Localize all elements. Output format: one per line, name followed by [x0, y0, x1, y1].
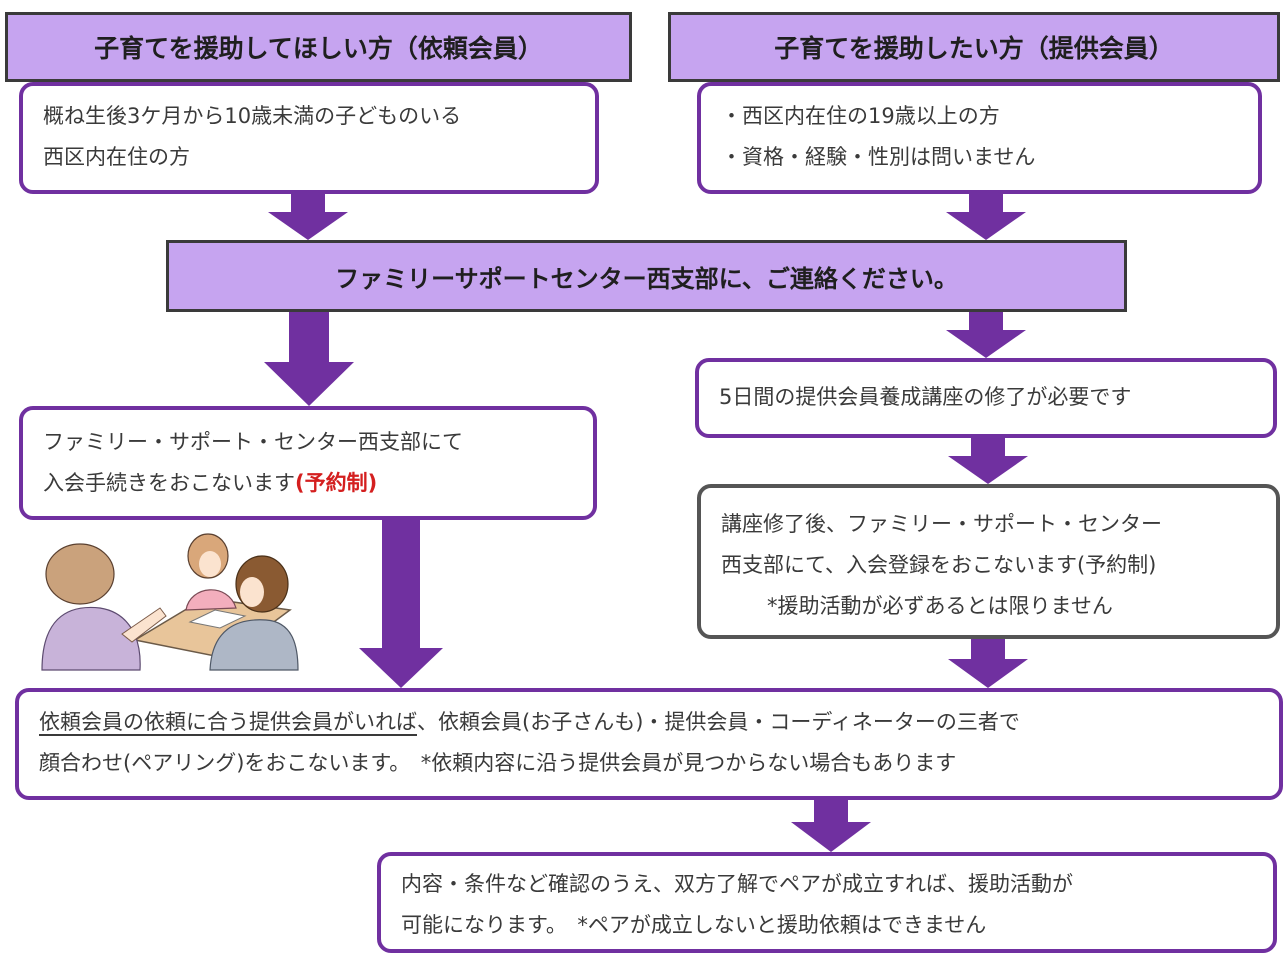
provider-header: 子育てを援助したい方（提供会員）: [668, 12, 1280, 82]
requester-eligibility-line1: 概ね生後3ケ月から10歳未満の子どものいる: [43, 104, 462, 128]
reservation-required-label: (予約制): [295, 471, 378, 495]
requester-join-line2: 入会手続きをおこないます(予約制): [43, 463, 593, 504]
provider-register-line1: 講座修了後、ファミリー・サポート・センター: [721, 512, 1162, 536]
provider-eligibility-line1: ・西区内在住の19歳以上の方: [721, 104, 1000, 128]
requester-eligibility-line2: 西区内在住の方: [43, 145, 190, 169]
requester-header: 子育てを援助してほしい方（依頼会員）: [5, 12, 632, 82]
provider-header-label: 子育てを援助したい方（提供会員）: [774, 34, 1174, 63]
pairing-condition-underlined: 依頼会員の依頼に合う提供会員がいれば: [39, 710, 417, 734]
arrow-requester-to-center: [268, 194, 348, 240]
pairing-line1-rest: 、依頼会員(お子さんも)・提供会員・コーディネーターの三者で: [417, 710, 1020, 734]
arrow-register-to-pairing: [948, 639, 1028, 688]
provider-eligibility-box: ・西区内在住の19歳以上の方 ・資格・経験・性別は問いません: [697, 82, 1262, 194]
arrow-provider-to-center: [946, 194, 1026, 240]
provider-register-line2: 西支部にて、入会登録をおこないます(予約制): [721, 553, 1157, 577]
requester-eligibility-box: 概ね生後3ケ月から10歳未満の子どものいる 西区内在住の方: [19, 82, 599, 194]
arrow-requester-join-to-pairing: [359, 520, 443, 688]
requester-join-box: ファミリー・サポート・センター西支部にて 入会手続きをおこないます(予約制): [19, 406, 597, 520]
final-line2: 可能になります。 *ペアが成立しないと援助依頼はできません: [401, 913, 987, 937]
provider-eligibility-line2: ・資格・経験・性別は問いません: [721, 145, 1036, 169]
arrow-course-to-register: [948, 438, 1028, 484]
pairing-line2: 顔合わせ(ペアリング)をおこないます。 *依頼内容に沿う提供会員が見つからない場…: [39, 751, 957, 775]
requester-header-label: 子育てを援助してほしい方（依頼会員）: [94, 34, 543, 63]
requester-join-line2-text: 入会手続きをおこないます: [43, 471, 295, 495]
arrow-center-to-requester-join: [264, 312, 354, 406]
provider-course-box: 5日間の提供会員養成講座の修了が必要です: [695, 358, 1277, 438]
provider-register-box: 講座修了後、ファミリー・サポート・センター 西支部にて、入会登録をおこないます(…: [697, 484, 1280, 639]
provider-register-note: *援助活動が必ずあるとは限りません: [767, 594, 1113, 618]
pairing-line1: 依頼会員の依頼に合う提供会員がいれば、依頼会員(お子さんも)・提供会員・コーディ…: [39, 702, 1279, 743]
final-line1: 内容・条件など確認のうえ、双方了解でペアが成立すれば、援助活動が: [401, 872, 1073, 896]
pairing-box: 依頼会員の依頼に合う提供会員がいれば、依頼会員(お子さんも)・提供会員・コーディ…: [15, 688, 1283, 800]
contact-center-header: ファミリーサポートセンター西支部に、ご連絡ください。: [166, 240, 1127, 312]
provider-course-line1: 5日間の提供会員養成講座の修了が必要です: [719, 385, 1132, 409]
requester-join-line1: ファミリー・サポート・センター西支部にて: [43, 430, 463, 454]
arrow-pairing-to-final: [791, 800, 871, 852]
meeting-illustration-icon: [40, 530, 300, 672]
final-box: 内容・条件など確認のうえ、双方了解でペアが成立すれば、援助活動が 可能になります…: [377, 852, 1277, 953]
contact-center-label: ファミリーサポートセンター西支部に、ご連絡ください。: [335, 264, 958, 293]
arrow-center-to-course: [946, 312, 1026, 358]
